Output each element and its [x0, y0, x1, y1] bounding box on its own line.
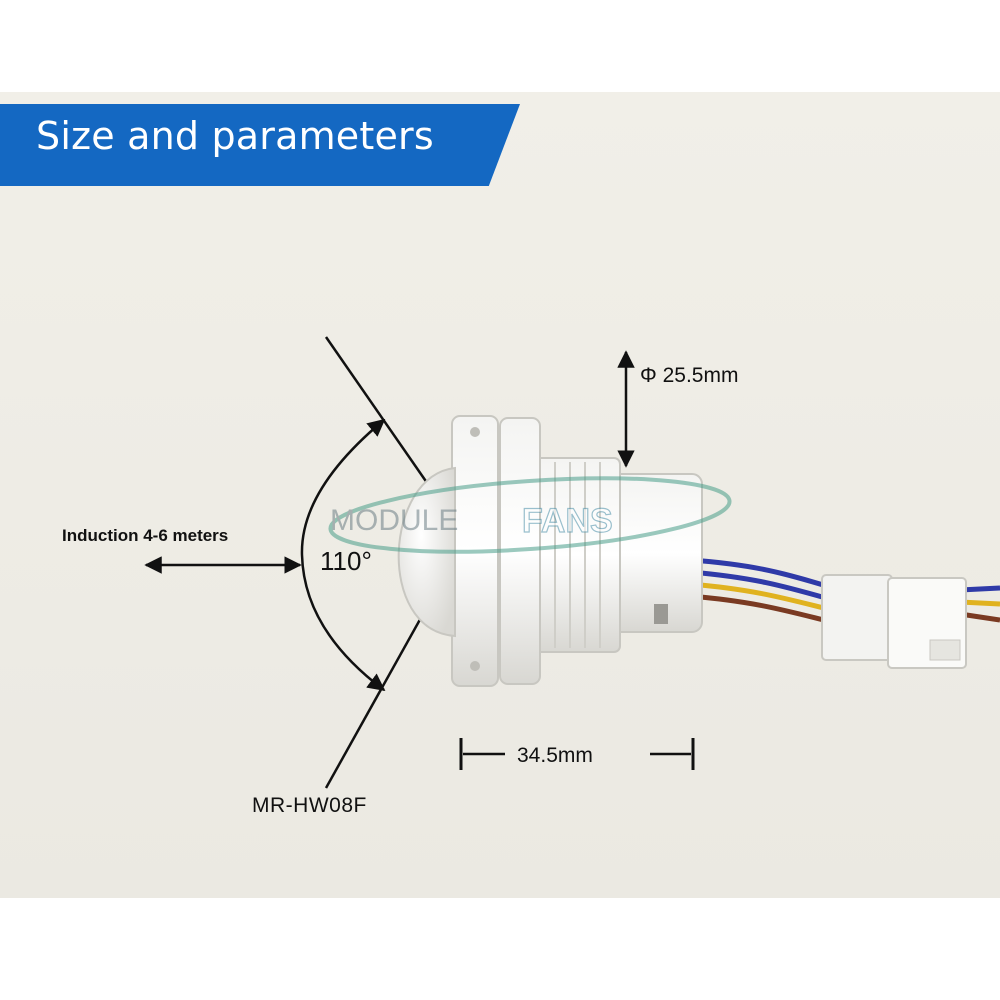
induction-range-label: Induction 4-6 meters — [62, 526, 229, 545]
length-dimension — [459, 738, 695, 770]
length-label: 34.5mm — [517, 744, 593, 767]
cone-upper-line — [324, 336, 434, 491]
angle-arc — [300, 418, 386, 692]
diameter-label: Φ 25.5mm — [640, 364, 739, 387]
detection-angle-label: 110° — [320, 546, 372, 576]
watermark-text-right: FANS — [522, 502, 613, 540]
page-title: Size and parameters — [36, 114, 434, 158]
watermark-text-left: MODULE — [330, 504, 458, 537]
watermark-logo: MODULE FANS — [328, 476, 732, 554]
title-banner — [0, 104, 520, 186]
wire-connector — [821, 574, 967, 669]
cone-lower-line — [324, 597, 434, 789]
model-label: MR-HW08F — [252, 794, 367, 817]
